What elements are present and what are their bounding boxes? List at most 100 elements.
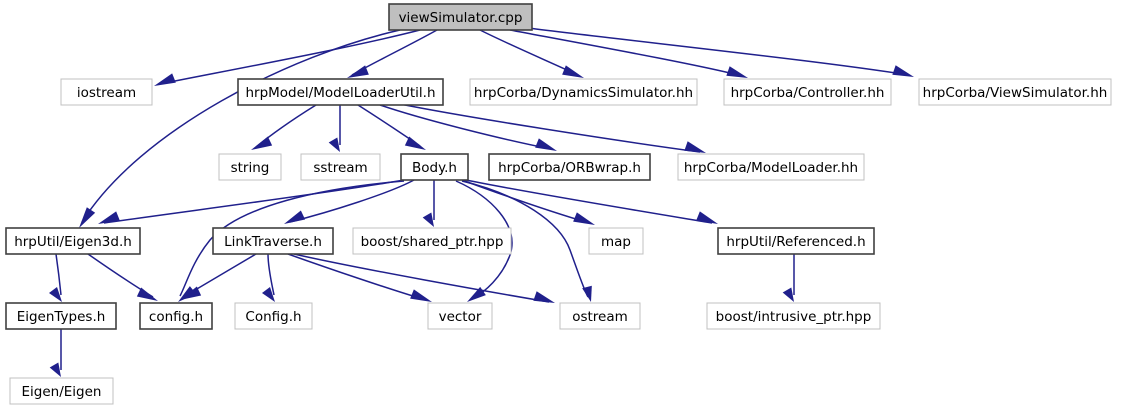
arrowhead-icon (262, 287, 275, 302)
nodes-layer: viewSimulator.cpp iostream hrpModel/ModelL… (5, 3, 1112, 405)
graph-node-intrusive[interactable]: boost/intrusive_ptr.hpp (706, 302, 881, 330)
node-box[interactable] (352, 227, 512, 255)
node-box[interactable] (717, 227, 875, 255)
edge-line (509, 29, 743, 77)
node-box[interactable] (918, 78, 1112, 106)
edge-line (479, 29, 579, 76)
arrowhead-icon (422, 212, 434, 227)
edge-line (399, 103, 701, 153)
edges-layer (49, 27, 914, 377)
edge-line (293, 253, 550, 303)
graph-node-body[interactable]: Body.h (400, 153, 469, 181)
edge-root-to-eigen3d (79, 29, 401, 228)
edge-mlu-to-orbwrap (379, 104, 557, 151)
edge-linktrav-to-configuc (262, 253, 275, 302)
arrowhead-icon (410, 289, 432, 302)
edge-eigentypes-to-eigeneigen (49, 329, 62, 377)
graph-node-modelloader[interactable]: hrpCorba/ModelLoader.hh (677, 153, 865, 181)
arrowhead-icon (79, 207, 96, 228)
edge-line (527, 27, 909, 76)
arrowhead-icon (684, 141, 706, 153)
node-box[interactable] (388, 3, 533, 31)
edge-root-to-iostream (154, 29, 421, 86)
edge-root-to-viewsim (527, 27, 914, 77)
edge-line (461, 180, 589, 298)
arrowhead-icon (49, 287, 62, 302)
node-box[interactable] (9, 377, 114, 405)
graph-node-linktrav[interactable]: LinkTraverse.h (212, 227, 334, 255)
edge-body-to-referenced (465, 179, 718, 224)
node-box[interactable] (218, 153, 282, 181)
node-box[interactable] (234, 302, 313, 330)
arrowhead-icon (533, 291, 555, 303)
arrowhead-icon (154, 73, 176, 86)
edge-root-to-controller (509, 29, 748, 78)
arrowhead-icon (284, 210, 306, 224)
node-box[interactable] (723, 78, 892, 106)
arrowhead-icon (347, 65, 369, 78)
graph-node-configuc[interactable]: Config.h (234, 302, 313, 330)
graph-node-ostream[interactable]: ostream (559, 302, 641, 330)
node-box[interactable] (400, 153, 469, 181)
arrowhead-icon (696, 211, 718, 224)
node-box[interactable] (300, 153, 381, 181)
node-box[interactable] (677, 153, 865, 181)
arrowhead-icon (98, 211, 120, 224)
arrowhead-icon (782, 287, 794, 302)
graph-node-vector[interactable]: vector (427, 302, 493, 330)
graph-node-iostream[interactable]: iostream (60, 78, 153, 106)
edge-linktrav-to-configlc (180, 253, 257, 300)
graph-node-orbwrap[interactable]: hrpCorba/ORBwrap.h (488, 153, 651, 181)
arrowhead-icon (49, 362, 61, 377)
node-box[interactable] (706, 302, 881, 330)
edge-mlu-to-modelloader (399, 103, 706, 153)
node-box[interactable] (212, 227, 334, 255)
node-box[interactable] (559, 302, 641, 330)
graph-node-referenced[interactable]: hrpUtil/Referenced.h (717, 227, 875, 255)
arrowhead-icon (726, 66, 748, 78)
graph-node-configlc[interactable]: config.h (139, 302, 213, 330)
node-box[interactable] (469, 78, 698, 106)
arrowhead-icon (562, 65, 584, 78)
edge-mlu-to-string (251, 104, 317, 150)
graph-node-map[interactable]: map (588, 227, 644, 255)
edge-body-to-sharedptr (422, 180, 435, 227)
graph-node-controller[interactable]: hrpCorba/Controller.hh (723, 78, 892, 106)
edge-line (379, 104, 552, 150)
graph-node-eigen3d[interactable]: hrpUtil/Eigen3d.h (5, 227, 141, 255)
graph-node-sstream[interactable]: sstream (300, 153, 381, 181)
arrowhead-icon (404, 136, 426, 150)
edge-root-to-mlu (347, 29, 438, 78)
graph-node-sharedptr[interactable]: boost/shared_ptr.hpp (352, 227, 512, 255)
node-box[interactable] (488, 153, 651, 181)
graph-node-root[interactable]: viewSimulator.cpp (388, 3, 533, 31)
node-box[interactable] (5, 227, 141, 255)
node-box[interactable] (60, 78, 153, 106)
arrowhead-icon (573, 212, 595, 225)
edge-eigen3d-to-configlc (87, 253, 158, 301)
node-box[interactable] (5, 302, 117, 330)
graph-node-eigeneigen[interactable]: Eigen/Eigen (9, 377, 114, 405)
arrowhead-icon (180, 286, 202, 300)
edge-body-to-eigen3d (98, 179, 405, 224)
edge-mlu-to-sstream (328, 105, 341, 152)
node-box[interactable] (237, 78, 444, 106)
edge-linktrav-to-vector (287, 253, 432, 302)
graph-node-viewsim[interactable]: hrpCorba/ViewSimulator.hh (918, 78, 1112, 106)
node-box[interactable] (139, 302, 213, 330)
graph-node-mlu[interactable]: hrpModel/ModelLoaderUtil.h (237, 78, 444, 106)
graph-node-string[interactable]: string (218, 153, 282, 181)
node-box[interactable] (588, 227, 644, 255)
arrowhead-icon (328, 137, 340, 152)
graph-node-dynsim[interactable]: hrpCorba/DynamicsSimulator.hh (469, 78, 698, 106)
edge-mlu-to-body (357, 104, 426, 150)
edge-eigen3d-to-eigentypes (49, 253, 62, 302)
node-box[interactable] (427, 302, 493, 330)
arrowhead-icon (251, 136, 273, 150)
graph-node-eigentypes[interactable]: EigenTypes.h (5, 302, 117, 330)
edge-line (81, 29, 401, 223)
edge-line (159, 29, 421, 85)
edge-line (103, 179, 405, 224)
arrowhead-icon (136, 287, 158, 301)
